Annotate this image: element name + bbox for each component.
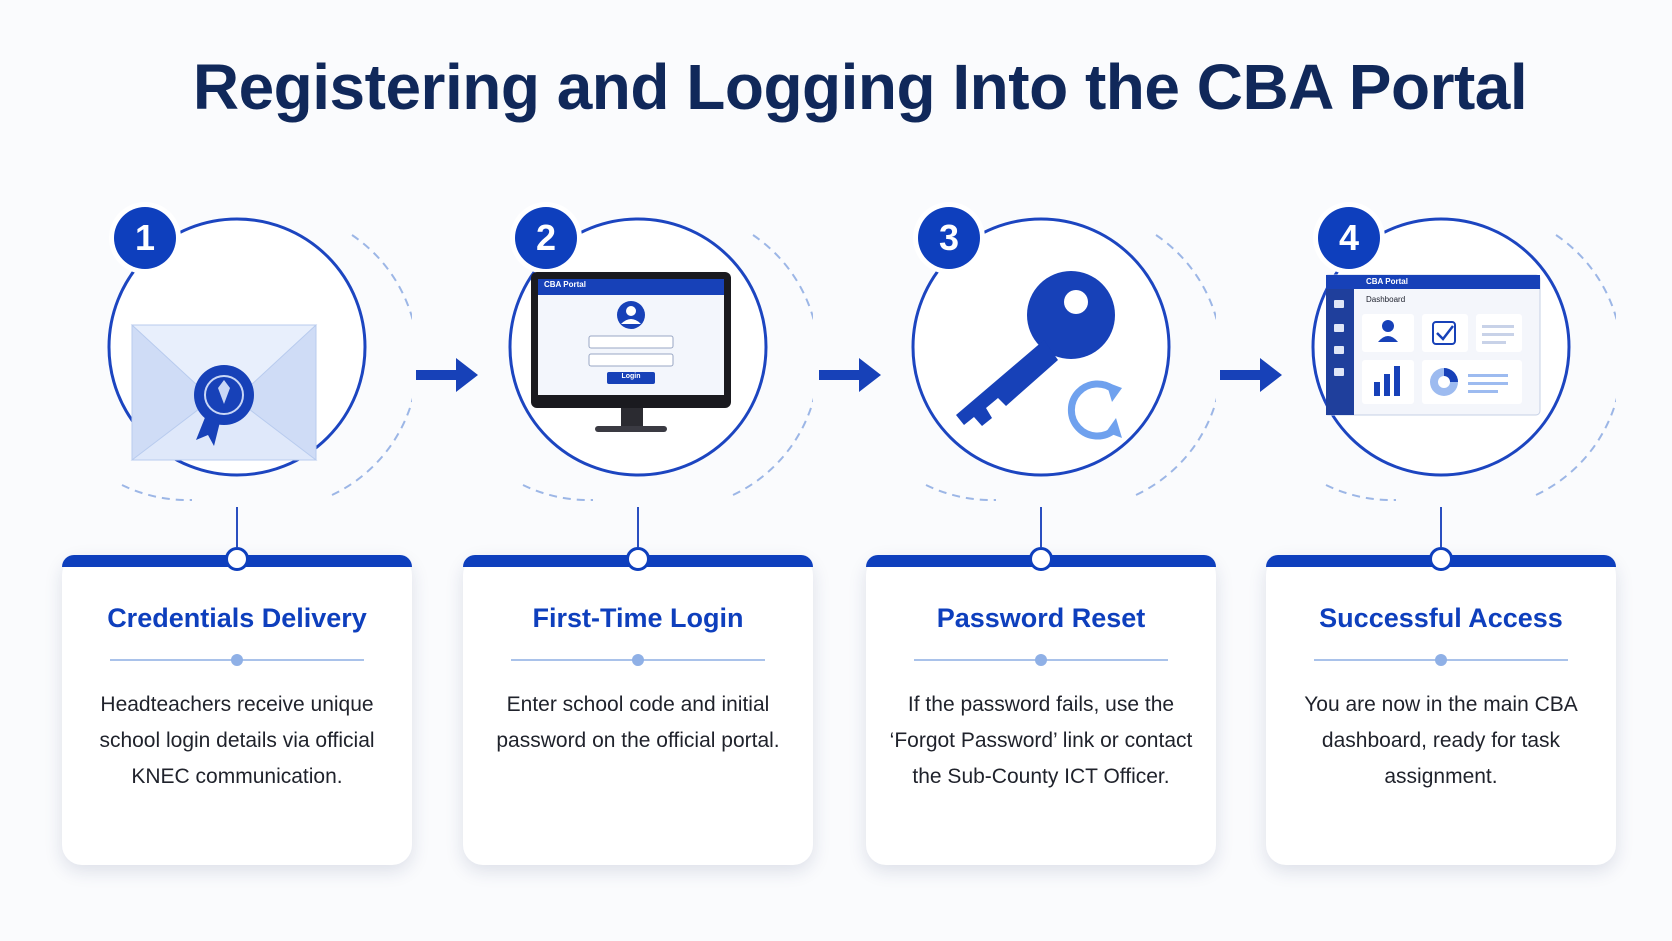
step-1: 1 Credentials Delivery Headteachers rece… bbox=[62, 195, 412, 880]
step-description: Enter school code and initial password o… bbox=[496, 693, 780, 752]
step-number-badge: 3 bbox=[918, 207, 980, 269]
arrow-right-icon bbox=[819, 358, 881, 392]
step-3: 3 Password Reset If the password fails, … bbox=[866, 195, 1216, 880]
step-description: You are now in the main CBA dashboard, r… bbox=[1304, 693, 1578, 788]
page-title: Registering and Logging Into the CBA Por… bbox=[192, 51, 1528, 123]
step-1-ring: 1 bbox=[62, 195, 412, 547]
connector-node bbox=[626, 547, 650, 571]
screen-header-text: CBA Portal bbox=[1366, 277, 1408, 286]
screen-header-text: CBA Portal bbox=[544, 280, 586, 289]
step-4: 4 bbox=[1266, 195, 1616, 880]
step-card: Credentials Delivery Headteachers receiv… bbox=[62, 547, 412, 865]
connector-stem bbox=[236, 507, 238, 547]
connector-stem bbox=[637, 507, 639, 547]
step-card: First-Time Login Enter school code and i… bbox=[463, 547, 813, 865]
connector-node bbox=[225, 547, 249, 571]
dashboard-icon: CBA Portal Dashboard bbox=[1323, 270, 1556, 490]
divider-dot bbox=[1035, 654, 1047, 666]
connector-stem bbox=[1040, 507, 1042, 547]
divider-dot bbox=[1435, 654, 1447, 666]
step-2-ring: 2 CBA Portal Login bbox=[463, 195, 813, 547]
step-title: Successful Access bbox=[1319, 603, 1563, 633]
step-2: 2 CBA Portal Login First-Time Login bbox=[463, 195, 813, 880]
envelope-seal-icon bbox=[122, 270, 352, 490]
step-description: If the password fails, use the ‘Forgot P… bbox=[889, 693, 1193, 788]
divider-dot bbox=[231, 654, 243, 666]
arrow-right-icon bbox=[416, 358, 478, 392]
monitor-login-icon: CBA Portal Login bbox=[523, 270, 753, 490]
step-title: Credentials Delivery bbox=[107, 603, 367, 633]
step-number-badge: 4 bbox=[1318, 207, 1380, 269]
step-title: Password Reset bbox=[936, 603, 1146, 633]
step-3-ring: 3 bbox=[866, 195, 1216, 547]
connector-node bbox=[1429, 547, 1453, 571]
arrow-right-icon bbox=[1220, 358, 1282, 392]
divider-dot bbox=[632, 654, 644, 666]
key-reset-icon bbox=[926, 270, 1156, 490]
connector-node bbox=[1029, 547, 1053, 571]
step-card: Password Reset If the password fails, us… bbox=[866, 547, 1216, 865]
login-button: Login bbox=[621, 373, 641, 380]
step-title: First-Time Login bbox=[532, 603, 744, 633]
screen-subheader-text: Dashboard bbox=[1366, 295, 1406, 304]
step-description: Headteachers receive unique school login… bbox=[99, 693, 375, 788]
step-card: Successful Access You are now in the mai… bbox=[1266, 547, 1616, 865]
step-number-badge: 1 bbox=[114, 207, 176, 269]
connector-stem bbox=[1440, 507, 1442, 547]
step-number-badge: 2 bbox=[515, 207, 577, 269]
step-4-ring: 4 bbox=[1266, 195, 1616, 547]
